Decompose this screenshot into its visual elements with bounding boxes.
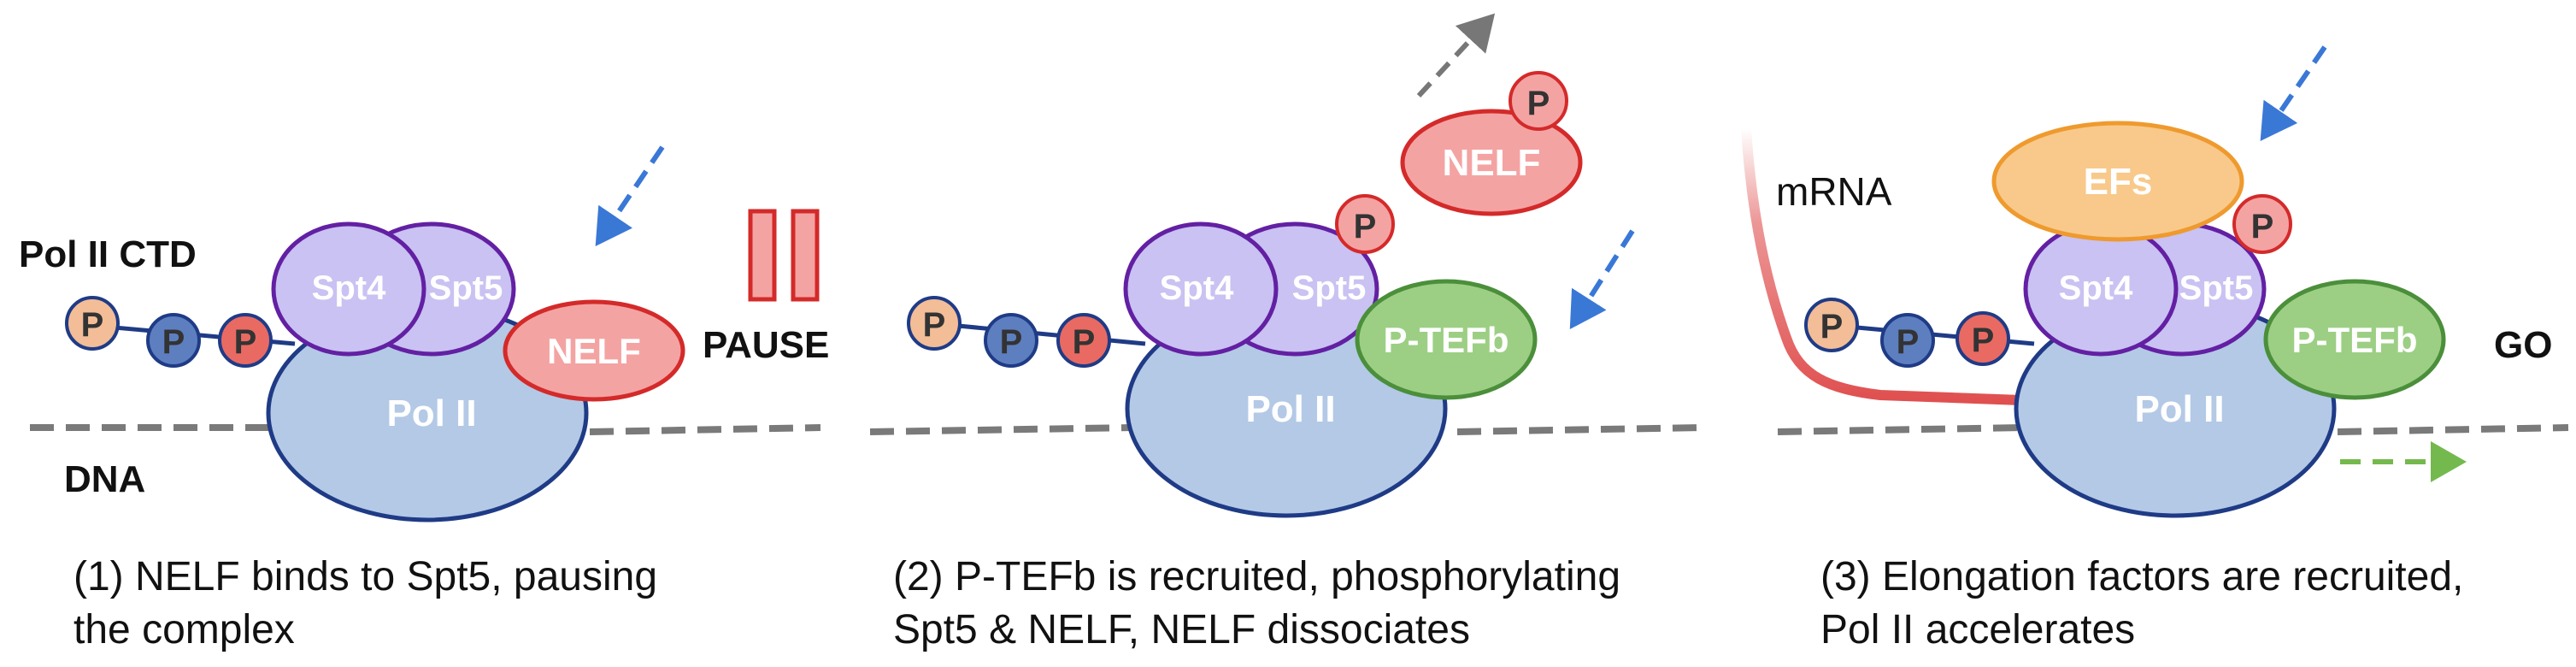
spt5-phospho-p: P bbox=[1335, 194, 1395, 254]
phospho-p-blue: P bbox=[146, 313, 201, 368]
go-label: GO bbox=[2494, 324, 2552, 366]
mrna-label: mRNA bbox=[1776, 169, 1892, 214]
recruitment-arrow bbox=[595, 145, 665, 246]
phospho-p-blue: P bbox=[1880, 313, 1935, 368]
elongation-factors: EFs bbox=[1991, 121, 2244, 242]
phospho-p-orange: P bbox=[907, 296, 962, 351]
spt4-subunit: Spt4 bbox=[1123, 221, 1279, 357]
svg-text:P: P bbox=[162, 323, 185, 361]
nelf-dissociated: NELF bbox=[1400, 109, 1583, 216]
svg-text:Pol II: Pol II bbox=[1245, 388, 1335, 430]
dissociation-arrow bbox=[1416, 13, 1496, 98]
svg-text:P: P bbox=[923, 306, 946, 344]
phospho-p-orange: P bbox=[1804, 298, 1859, 352]
ctd-linker bbox=[931, 321, 1146, 346]
phospho-p-red: P bbox=[218, 313, 273, 368]
svg-text:P: P bbox=[1527, 85, 1550, 122]
svg-text:Spt4: Spt4 bbox=[1160, 269, 1234, 307]
spt5-phospho-p: P bbox=[2232, 194, 2292, 254]
phospho-p-red: P bbox=[1056, 313, 1111, 368]
svg-text:P: P bbox=[234, 323, 257, 361]
svg-text:Spt4: Spt4 bbox=[312, 269, 386, 307]
svg-text:Spt5: Spt5 bbox=[2179, 269, 2254, 307]
caption-step-3-line-1: (3) Elongation factors are recruited, bbox=[1820, 554, 2463, 599]
caption-step-3-line-2: Pol II accelerates bbox=[1820, 607, 2135, 652]
dna-strand-right bbox=[589, 424, 821, 435]
caption-step-1-line-1: (1) NELF binds to Spt5, pausing bbox=[74, 554, 657, 599]
svg-text:NELF: NELF bbox=[1443, 142, 1541, 184]
svg-text:NELF: NELF bbox=[547, 331, 641, 371]
spt4-subunit: Spt4 bbox=[2023, 221, 2179, 357]
svg-text:P-TEFb: P-TEFb bbox=[1384, 320, 1509, 360]
phospho-p-orange: P bbox=[65, 296, 120, 351]
ptefb-kinase: P-TEFb bbox=[2263, 279, 2446, 400]
svg-text:P: P bbox=[1354, 208, 1377, 245]
phospho-p-blue: P bbox=[984, 313, 1038, 368]
svg-text:P: P bbox=[1073, 323, 1096, 361]
dna-strand-right bbox=[2337, 424, 2569, 435]
svg-text:Spt4: Spt4 bbox=[2059, 269, 2133, 307]
dna-strand-right bbox=[1456, 424, 1702, 435]
svg-text:P: P bbox=[1972, 322, 1995, 359]
svg-text:Pol II: Pol II bbox=[386, 393, 476, 434]
panel-2: P P P Pol II Spt5 Spt4 P P-TEFb bbox=[869, 13, 1702, 652]
svg-text:P-TEFb: P-TEFb bbox=[2292, 320, 2418, 360]
mrna-strand bbox=[1741, 123, 2026, 405]
svg-text:P: P bbox=[81, 306, 104, 344]
nelf-phospho-p: P bbox=[1509, 71, 1568, 131]
svg-text:Spt5: Spt5 bbox=[429, 269, 503, 307]
nelf-factor: NELF bbox=[503, 299, 685, 402]
svg-text:Pol II: Pol II bbox=[2134, 388, 2224, 430]
recruitment-arrow bbox=[2260, 45, 2327, 141]
pause-label: PAUSE bbox=[703, 324, 829, 366]
svg-text:Spt5: Spt5 bbox=[1292, 269, 1367, 307]
dna-strand-left bbox=[869, 424, 1133, 435]
caption-step-1-line-2: the complex bbox=[74, 607, 295, 652]
dna-label: DNA bbox=[64, 458, 145, 500]
svg-text:P: P bbox=[1897, 323, 1920, 361]
dna-strand-left bbox=[1777, 424, 2022, 435]
recruitment-arrow bbox=[1569, 229, 1635, 330]
panel-3: mRNA P P P Pol II Spt5 Spt4 bbox=[1741, 45, 2569, 652]
panel-1: DNA Pol II CTD P P P Pol II Spt5 S bbox=[19, 145, 829, 652]
svg-text:P: P bbox=[1000, 323, 1023, 361]
caption-step-2-line-2: Spt5 & NELF, NELF dissociates bbox=[893, 607, 1470, 652]
pause-icon bbox=[748, 209, 820, 302]
svg-text:EFs: EFs bbox=[2084, 161, 2153, 203]
ptefb-kinase: P-TEFb bbox=[1355, 279, 1538, 400]
svg-text:P: P bbox=[1820, 308, 1844, 345]
svg-text:P: P bbox=[2251, 208, 2274, 245]
spt4-subunit: Spt4 bbox=[271, 221, 426, 357]
phospho-p-red: P bbox=[1956, 311, 2010, 366]
caption-step-2-line-1: (2) P-TEFb is recruited, phosphorylating bbox=[893, 554, 1620, 599]
pol-ii-ctd-label: Pol II CTD bbox=[19, 233, 197, 275]
